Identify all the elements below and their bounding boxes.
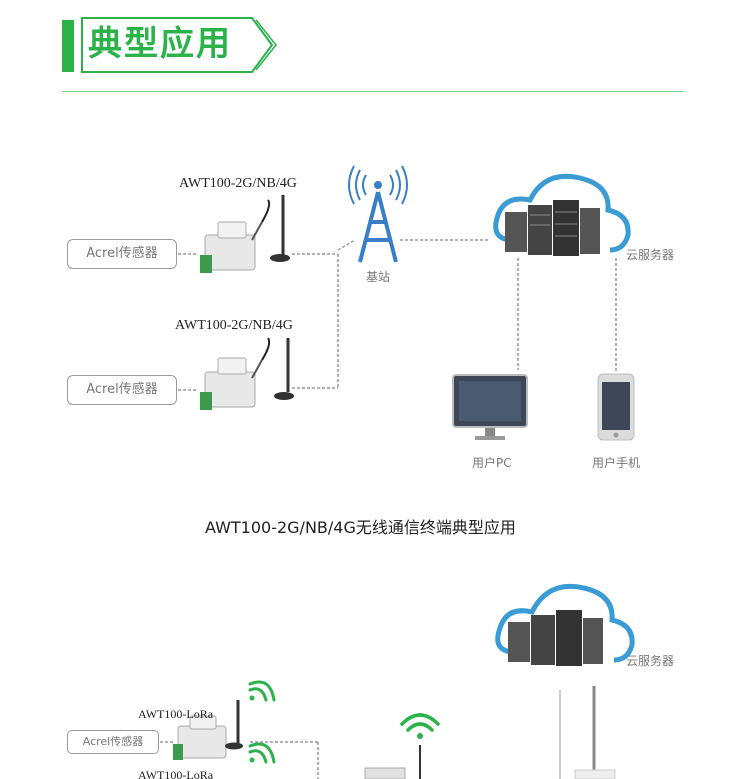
cloud-server-label: 云服务器 bbox=[626, 654, 675, 668]
cloud-server-icon bbox=[493, 173, 631, 256]
sensor-box: Acrel传感器 bbox=[67, 375, 177, 405]
phone-icon bbox=[597, 373, 635, 441]
device-icon bbox=[200, 337, 294, 410]
cloud-server-icon bbox=[495, 583, 635, 666]
device-icon bbox=[173, 700, 243, 760]
header-accent-bar bbox=[62, 20, 74, 72]
antenna-icon bbox=[559, 686, 616, 779]
diagram1-caption: AWT100-2G/NB/4G无线通信终端典型应用 bbox=[205, 518, 516, 537]
sensor-box: Acrel传感器 bbox=[67, 239, 177, 269]
wifi-signal-icon bbox=[248, 680, 276, 702]
header-divider bbox=[62, 91, 684, 92]
cloud-server-label: 云服务器 bbox=[626, 248, 675, 262]
phone-label: 用户手机 bbox=[592, 456, 641, 470]
device-label: AWT100-LoRa bbox=[138, 768, 214, 779]
device-label: AWT100-2G/NB/4G bbox=[179, 176, 297, 191]
base-station-icon bbox=[348, 165, 408, 263]
wifi-signal-icon bbox=[400, 713, 440, 739]
sensor-box: Acrel传感器 bbox=[67, 730, 159, 754]
device-icon bbox=[200, 195, 290, 273]
wifi-signal-icon bbox=[248, 742, 276, 764]
device-icon bbox=[364, 745, 421, 779]
device-label: AWT100-2G/NB/4G bbox=[175, 318, 293, 333]
page-title: 典型应用 bbox=[88, 24, 232, 64]
device-label: AWT100-LoRa bbox=[138, 707, 214, 721]
base-station-label: 基站 bbox=[366, 270, 391, 284]
monitor-icon bbox=[452, 374, 528, 440]
pc-label: 用户PC bbox=[472, 456, 512, 470]
